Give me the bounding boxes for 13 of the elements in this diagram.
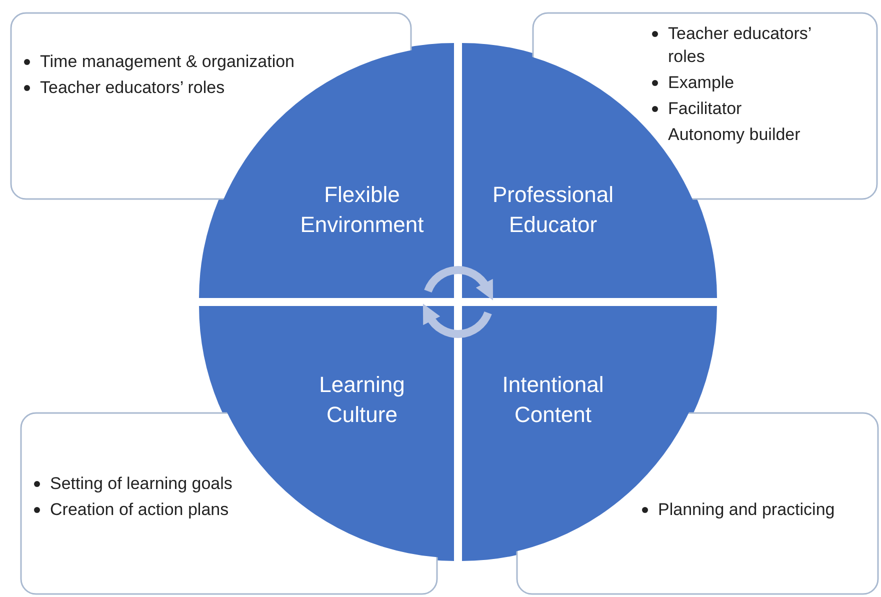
- list-item-text: Autonomy builder: [668, 125, 800, 144]
- list-item-text: Teacher educators’ roles: [668, 24, 812, 66]
- quadrant-title: Professional Educator: [492, 181, 614, 239]
- quadrant-title: Flexible Environment: [300, 181, 424, 239]
- list-item-text: Time management & organization: [40, 52, 295, 71]
- list-item-text: Teacher educators’ roles: [40, 78, 225, 97]
- list-item-text: Setting of learning goals: [50, 474, 232, 493]
- list-item-text: Planning and practicing: [658, 500, 835, 519]
- quadrant-title: Intentional Content: [502, 371, 604, 429]
- list-item-text: Facilitator: [668, 99, 742, 118]
- quadrant-title: Learning Culture: [319, 371, 405, 429]
- list-item-text: Example: [668, 73, 734, 92]
- list-item-text: Creation of action plans: [50, 500, 229, 519]
